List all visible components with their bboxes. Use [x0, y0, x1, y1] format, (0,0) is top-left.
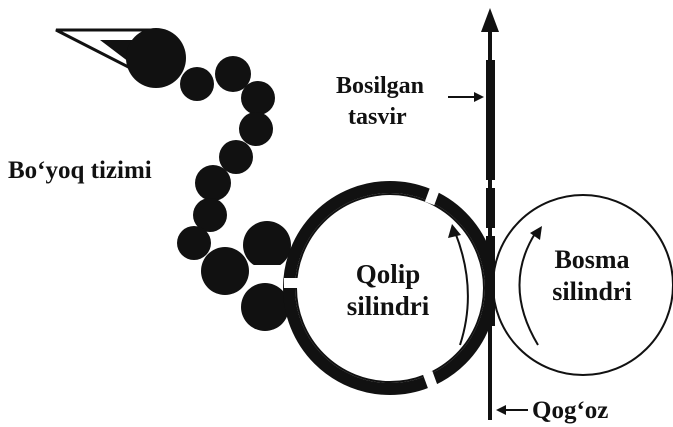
ink-roller [180, 67, 214, 101]
pointer-arrows [448, 92, 528, 415]
ink-roller [193, 198, 227, 232]
impression-cylinder-label-line1: Bosma [554, 245, 629, 274]
plate-gap [424, 182, 442, 206]
plate-gap [422, 370, 440, 394]
ink-roller [177, 226, 211, 260]
rotation-arrow [518, 231, 539, 346]
ink-roller [126, 28, 186, 88]
ink-rollers [126, 28, 291, 331]
ink-roller [195, 165, 231, 201]
printed-image-label-line1: Bosilgan [336, 73, 424, 99]
printed-image-label-line2: tasvir [348, 104, 407, 130]
ink-roller [239, 112, 273, 146]
printed-segment [486, 236, 495, 326]
plate-cylinder-label-line2: silindri [347, 291, 430, 321]
ink-system-label: Bo‘yoq tizimi [8, 157, 152, 184]
paper-direction-arrow [481, 8, 499, 32]
printed-segment [486, 188, 495, 228]
plate-gap [284, 278, 302, 288]
ink-roller [241, 283, 289, 331]
plate-cylinder-label-line1: Qolip [356, 259, 421, 289]
ink-roller [243, 221, 291, 269]
paper-web [481, 8, 499, 420]
ink-roller [241, 81, 275, 115]
ink-roller [201, 247, 249, 295]
ink-roller [215, 56, 251, 92]
impression-cylinder-label-line2: silindri [552, 277, 631, 306]
rotation-arrow [454, 231, 469, 346]
printed-segment [486, 60, 495, 180]
paper-label: Qog‘oz [532, 397, 608, 424]
ink-roller [219, 140, 253, 174]
